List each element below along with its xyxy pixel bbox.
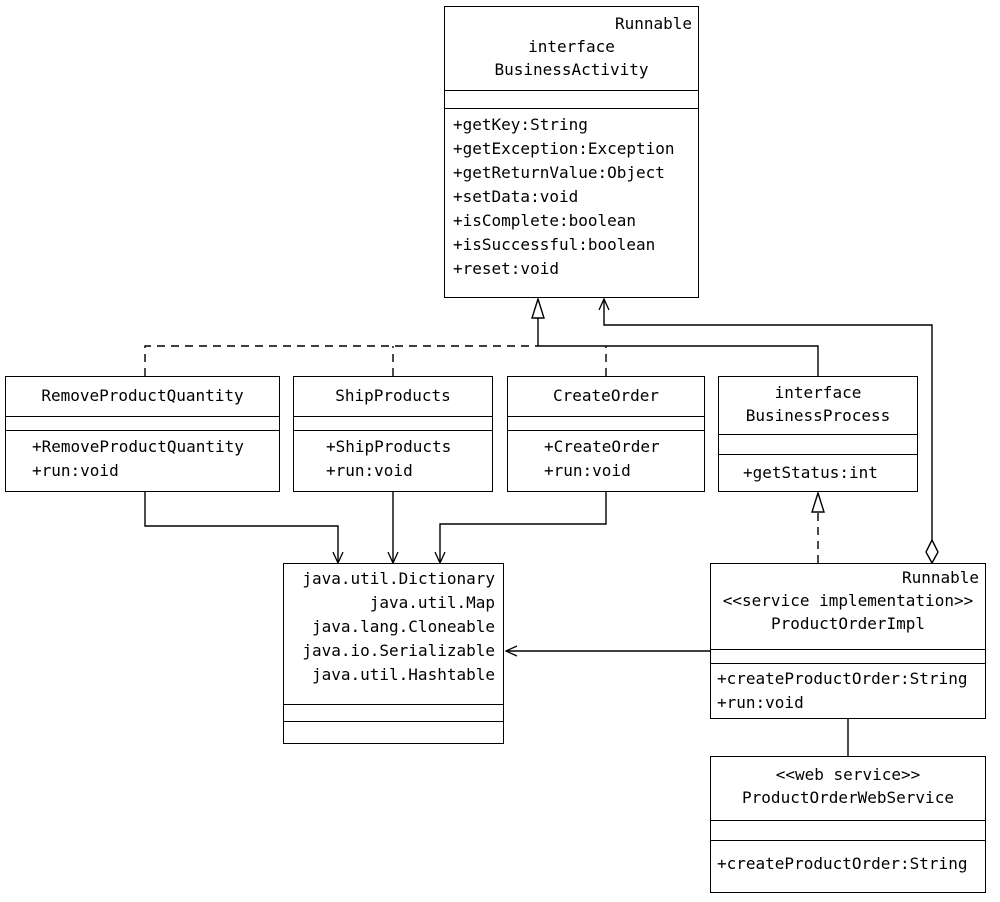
operations-compartment: +CreateOrder +run:void: [508, 431, 704, 487]
operation: +createProductOrder:String: [717, 669, 968, 688]
operations-compartment: +ShipProducts +run:void: [294, 431, 492, 487]
class-business-process[interactable]: interface BusinessProcess +getStatus:int: [718, 376, 918, 492]
operations-compartment: +createProductOrder:String: [711, 841, 985, 887]
class-stereotype: interface: [528, 37, 615, 56]
dependency-line-remove-product-quantity: [144, 492, 338, 563]
class-line: java.util.Dictionary: [302, 569, 495, 588]
operations-compartment: +getKey:String +getException:Exception +…: [445, 109, 698, 285]
operation: +RemoveProductQuantity: [32, 437, 244, 456]
class-header: RemoveProductQuantity: [6, 377, 279, 417]
attributes-compartment: [6, 417, 279, 431]
class-name: ProductOrderImpl: [770, 614, 926, 633]
operations-compartment: +getStatus:int: [719, 455, 917, 489]
operation: +run:void: [32, 461, 119, 480]
class-name: CreateOrder: [553, 386, 659, 405]
attributes-compartment: [719, 435, 917, 455]
operation: +getKey:String: [453, 115, 588, 134]
class-stereotype: <<service implementation>>: [722, 591, 974, 610]
class-name: ShipProducts: [335, 386, 451, 405]
attributes-compartment: [508, 417, 704, 431]
class-header: CreateOrder: [508, 377, 704, 417]
realization-triangle-icon: [531, 296, 545, 319]
operation: +getReturnValue:Object: [453, 163, 665, 182]
attributes-compartment: [711, 650, 985, 664]
stereotype-runnable: Runnable: [614, 14, 692, 33]
operation: +createProductOrder:String: [717, 854, 968, 873]
operations-compartment: +RemoveProductQuantity +run:void: [6, 431, 279, 487]
stereotype-runnable: Runnable: [901, 568, 979, 587]
operation: +run:void: [544, 461, 631, 480]
class-hashtable[interactable]: java.util.Dictionary java.util.Map java.…: [283, 563, 504, 744]
class-line: java.util.Map: [369, 593, 495, 612]
operation: +run:void: [326, 461, 413, 480]
class-name: BusinessProcess: [745, 406, 891, 425]
operation: +getStatus:int: [743, 463, 878, 482]
attributes-compartment: [445, 91, 698, 109]
operation: +ShipProducts: [326, 437, 452, 456]
attributes-compartment: [284, 705, 503, 722]
operation: +CreateOrder: [544, 437, 660, 456]
operation: +run:void: [717, 693, 804, 712]
class-header: interface BusinessProcess: [719, 377, 917, 435]
class-header: Runnable <<service implementation>> Prod…: [711, 564, 985, 650]
class-stereotype: <<web service>>: [775, 765, 921, 784]
aggregation-diamond-icon: [925, 538, 939, 565]
attributes-compartment: [294, 417, 492, 431]
operations-compartment: [284, 722, 503, 740]
class-header: ShipProducts: [294, 377, 492, 417]
class-remove-product-quantity[interactable]: RemoveProductQuantity +RemoveProductQuan…: [5, 376, 280, 492]
class-create-order[interactable]: CreateOrder +CreateOrder +run:void: [507, 376, 705, 492]
class-name: RemoveProductQuantity: [41, 386, 244, 405]
dependency-line-create-order: [440, 492, 607, 563]
class-product-order-web-service[interactable]: <<web service>> ProductOrderWebService +…: [710, 756, 986, 893]
class-name: BusinessActivity: [494, 60, 649, 79]
class-header: Runnable interface BusinessActivity: [445, 7, 698, 91]
class-name: ProductOrderWebService: [742, 788, 954, 807]
class-stereotype: interface: [774, 383, 862, 402]
operation: +setData:void: [453, 187, 579, 206]
class-product-order-impl[interactable]: Runnable <<service implementation>> Prod…: [710, 563, 986, 719]
class-header: <<web service>> ProductOrderWebService: [711, 757, 985, 821]
aggregation-line: [604, 299, 933, 540]
class-business-activity[interactable]: Runnable interface BusinessActivity +get…: [444, 6, 699, 298]
class-header: java.util.Dictionary java.util.Map java.…: [284, 564, 503, 705]
attributes-compartment: [711, 821, 985, 841]
operation: +isComplete:boolean: [453, 211, 637, 230]
operation: +isSuccessful:boolean: [453, 235, 656, 254]
operation: +getException:Exception: [453, 139, 675, 158]
generalization-line-business-process: [538, 345, 819, 376]
realization-triangle-icon-process: [811, 490, 825, 513]
class-line: java.lang.Cloneable: [311, 617, 495, 636]
operations-compartment: +createProductOrder:String +run:void: [711, 664, 985, 718]
class-line: java.io.Serializable: [302, 641, 495, 660]
class-line: java.util.Hashtable: [311, 665, 495, 684]
operation: +reset:void: [453, 259, 559, 278]
realization-line-remove-product-quantity: [144, 345, 538, 376]
class-ship-products[interactable]: ShipProducts +ShipProducts +run:void: [293, 376, 493, 492]
